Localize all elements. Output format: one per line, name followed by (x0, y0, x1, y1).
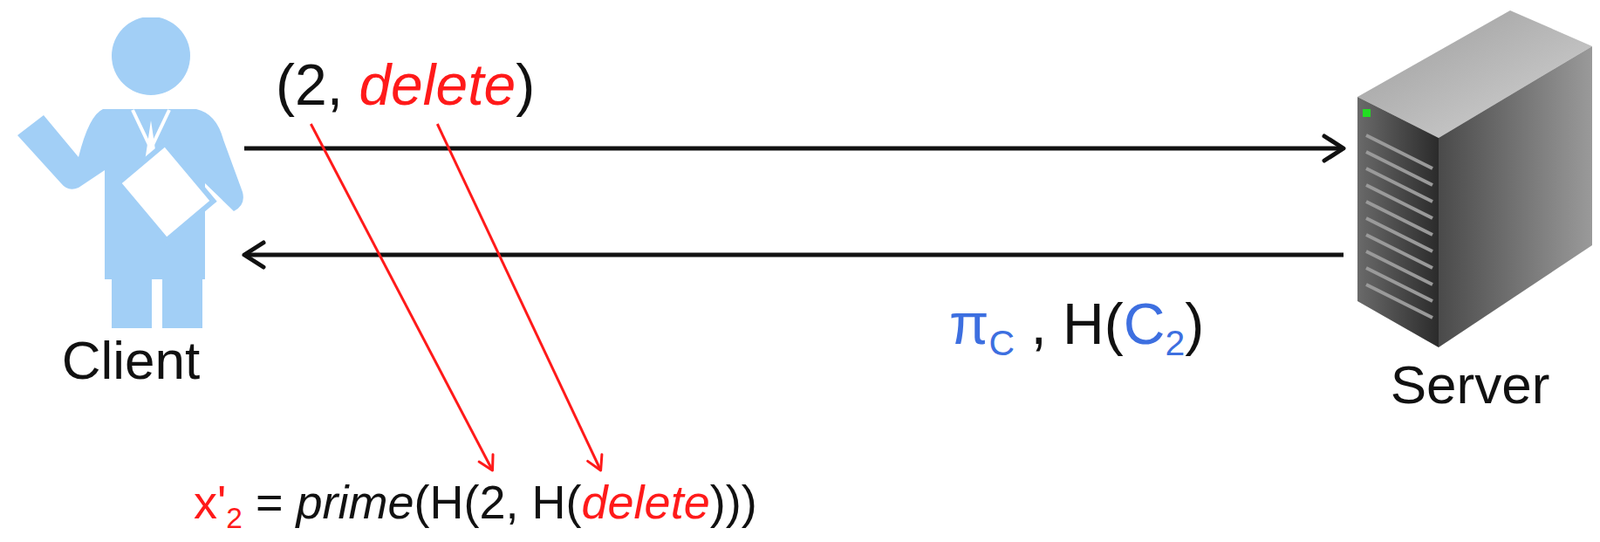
text-run: x' (193, 475, 226, 528)
drive-bay (1366, 201, 1433, 235)
text-run: ) (515, 52, 535, 117)
text-run: 2 (478, 475, 506, 528)
text-run: 2 (1164, 322, 1185, 363)
text-run: C (1123, 291, 1166, 356)
drive-bay (1366, 218, 1433, 252)
text-run: Client (61, 329, 201, 390)
drive-bay (1366, 267, 1433, 301)
node-label: Client (17, 333, 245, 388)
server-figure: Server (1343, 4, 1597, 415)
server-front (1357, 96, 1439, 348)
leg (162, 275, 203, 329)
leg (111, 275, 152, 329)
text-run: = (242, 475, 297, 528)
text-run: Server (1390, 354, 1551, 415)
drive-bay (1366, 184, 1433, 219)
text-run: π (949, 291, 990, 356)
text-run: ( (275, 52, 295, 117)
client-figure: Client (17, 17, 245, 393)
edge-group (244, 148, 1344, 255)
text-run: (H( (414, 475, 480, 528)
text-run: 2 (225, 501, 243, 534)
drive-bay (1366, 234, 1433, 268)
text-run: 2 (294, 52, 328, 117)
server-side (1438, 46, 1593, 348)
text-run: C (989, 322, 1016, 363)
text-run: ))) (710, 475, 758, 528)
clipboard (118, 143, 214, 241)
text-run: prime (295, 475, 414, 528)
drive-bay (1366, 151, 1433, 185)
server-icon (1343, 4, 1597, 415)
message-arrow (244, 146, 1344, 151)
drive-bay (1366, 168, 1433, 202)
status-led (1362, 109, 1371, 117)
leader-arrow (437, 123, 601, 471)
text-run: ) (1184, 291, 1204, 356)
drive-bay (1366, 135, 1433, 169)
node-label: Server (1343, 357, 1597, 412)
leader-group (310, 123, 601, 471)
text-run: , H( (505, 475, 582, 528)
head (111, 17, 191, 96)
text-run: delete (358, 52, 516, 117)
text-run: , (327, 52, 360, 117)
torso (17, 109, 244, 280)
text-run: delete (581, 475, 711, 528)
message-label: πC , H(C2) (949, 294, 1204, 362)
message-arrow (244, 252, 1344, 258)
leader-arrow (310, 123, 493, 471)
drive-bay (1366, 251, 1433, 285)
drive-bay (1366, 284, 1433, 318)
text-run: , H( (1014, 291, 1124, 356)
formula-label: x'2 = prime(H(2, H(delete))) (193, 478, 758, 533)
message-label: (2, delete) (275, 55, 535, 114)
